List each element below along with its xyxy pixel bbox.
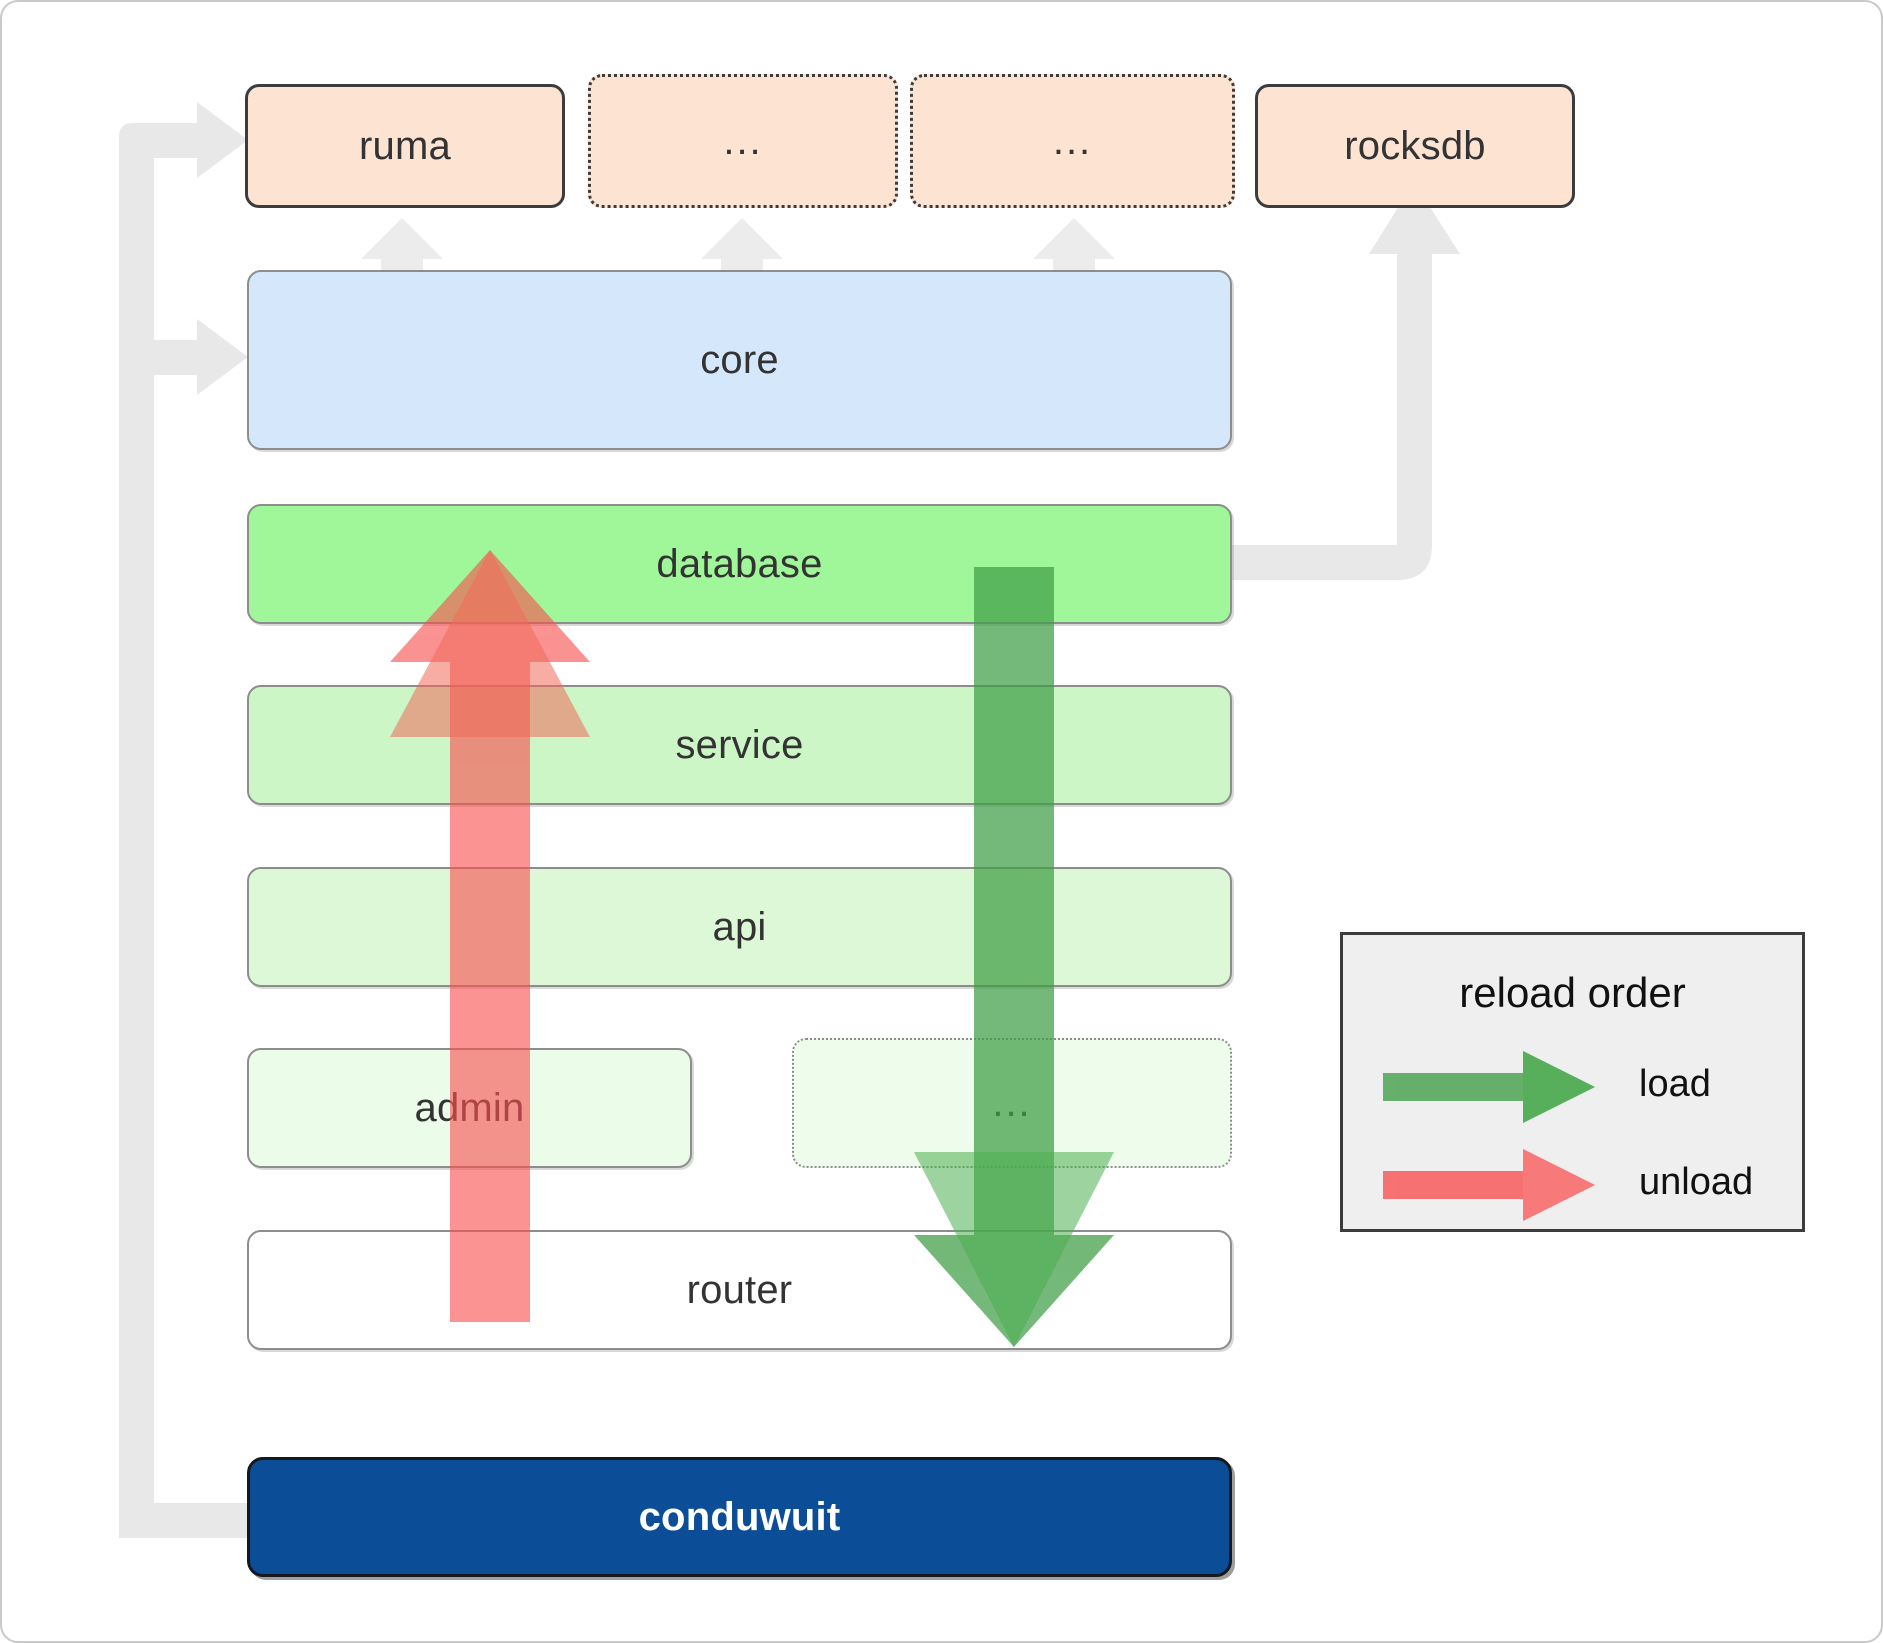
dependency-label: ... (723, 119, 763, 163)
layer-label: router (686, 1267, 793, 1312)
legend-title: reload order (1459, 969, 1686, 1016)
layer-box-admin[interactable]: admin (247, 1048, 692, 1168)
layer-box-core[interactable]: core (247, 270, 1232, 450)
dependency-label: ruma (359, 123, 451, 168)
layer-label: api (712, 904, 767, 949)
layer-label: admin (414, 1085, 525, 1130)
dependency-label: rocksdb (1344, 123, 1486, 168)
dependency-box-ruma[interactable]: ruma (245, 84, 565, 208)
binary-label: conduwuit (638, 1494, 841, 1539)
dependency-box-more-2[interactable]: ... (910, 74, 1235, 208)
dependency-box-more-1[interactable]: ... (588, 74, 898, 208)
layer-label: ... (992, 1081, 1032, 1125)
legend-label-unload: unload (1639, 1161, 1754, 1203)
legend-panel: reload order load unload (1340, 932, 1805, 1232)
dependency-label: ... (1052, 119, 1093, 163)
layer-box-router[interactable]: router (247, 1230, 1232, 1350)
binary-box-conduwuit[interactable]: conduwuit (247, 1457, 1232, 1577)
legend-label-load: load (1639, 1063, 1711, 1105)
layer-label: core (700, 337, 779, 382)
legend-arrow-icons (1383, 1051, 1595, 1221)
layer-box-more[interactable]: ... (792, 1038, 1232, 1168)
layer-box-api[interactable]: api (247, 867, 1232, 987)
dependency-box-rocksdb[interactable]: rocksdb (1255, 84, 1575, 208)
layer-box-database[interactable]: database (247, 504, 1232, 624)
layer-label: database (656, 541, 823, 586)
layer-box-service[interactable]: service (247, 685, 1232, 805)
layer-label: service (675, 722, 804, 767)
